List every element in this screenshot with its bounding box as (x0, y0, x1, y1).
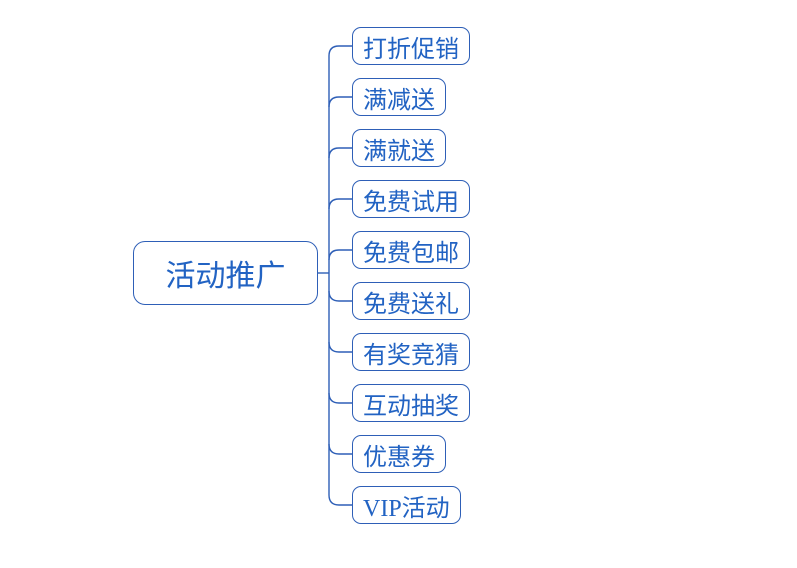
connector-branch-3 (328, 147, 352, 159)
connector-branch-2 (328, 96, 352, 108)
connector-branch-1 (328, 45, 352, 57)
mindmap-node-9[interactable]: 优惠券 (352, 435, 446, 473)
mindmap-node-10[interactable]: VIP活动 (352, 486, 461, 524)
connector-branch-7 (328, 341, 352, 353)
mindmap-node-8[interactable]: 互动抽奖 (352, 384, 470, 422)
connector-branch-9 (328, 443, 352, 455)
connector-branch-10 (328, 494, 352, 506)
connector-branch-6 (328, 290, 352, 302)
mindmap-root-node[interactable]: 活动推广 (133, 241, 318, 305)
mindmap-node-6[interactable]: 免费送礼 (352, 282, 470, 320)
connector-branch-5 (328, 249, 352, 261)
mindmap-node-4[interactable]: 免费试用 (352, 180, 470, 218)
mindmap-node-3[interactable]: 满就送 (352, 129, 446, 167)
mindmap-node-7[interactable]: 有奖竞猜 (352, 333, 470, 371)
mindmap-node-2[interactable]: 满减送 (352, 78, 446, 116)
connector-branch-8 (328, 392, 352, 404)
mindmap-node-5[interactable]: 免费包邮 (352, 231, 470, 269)
mindmap-node-1[interactable]: 打折促销 (352, 27, 470, 65)
connector-branch-4 (328, 198, 352, 210)
